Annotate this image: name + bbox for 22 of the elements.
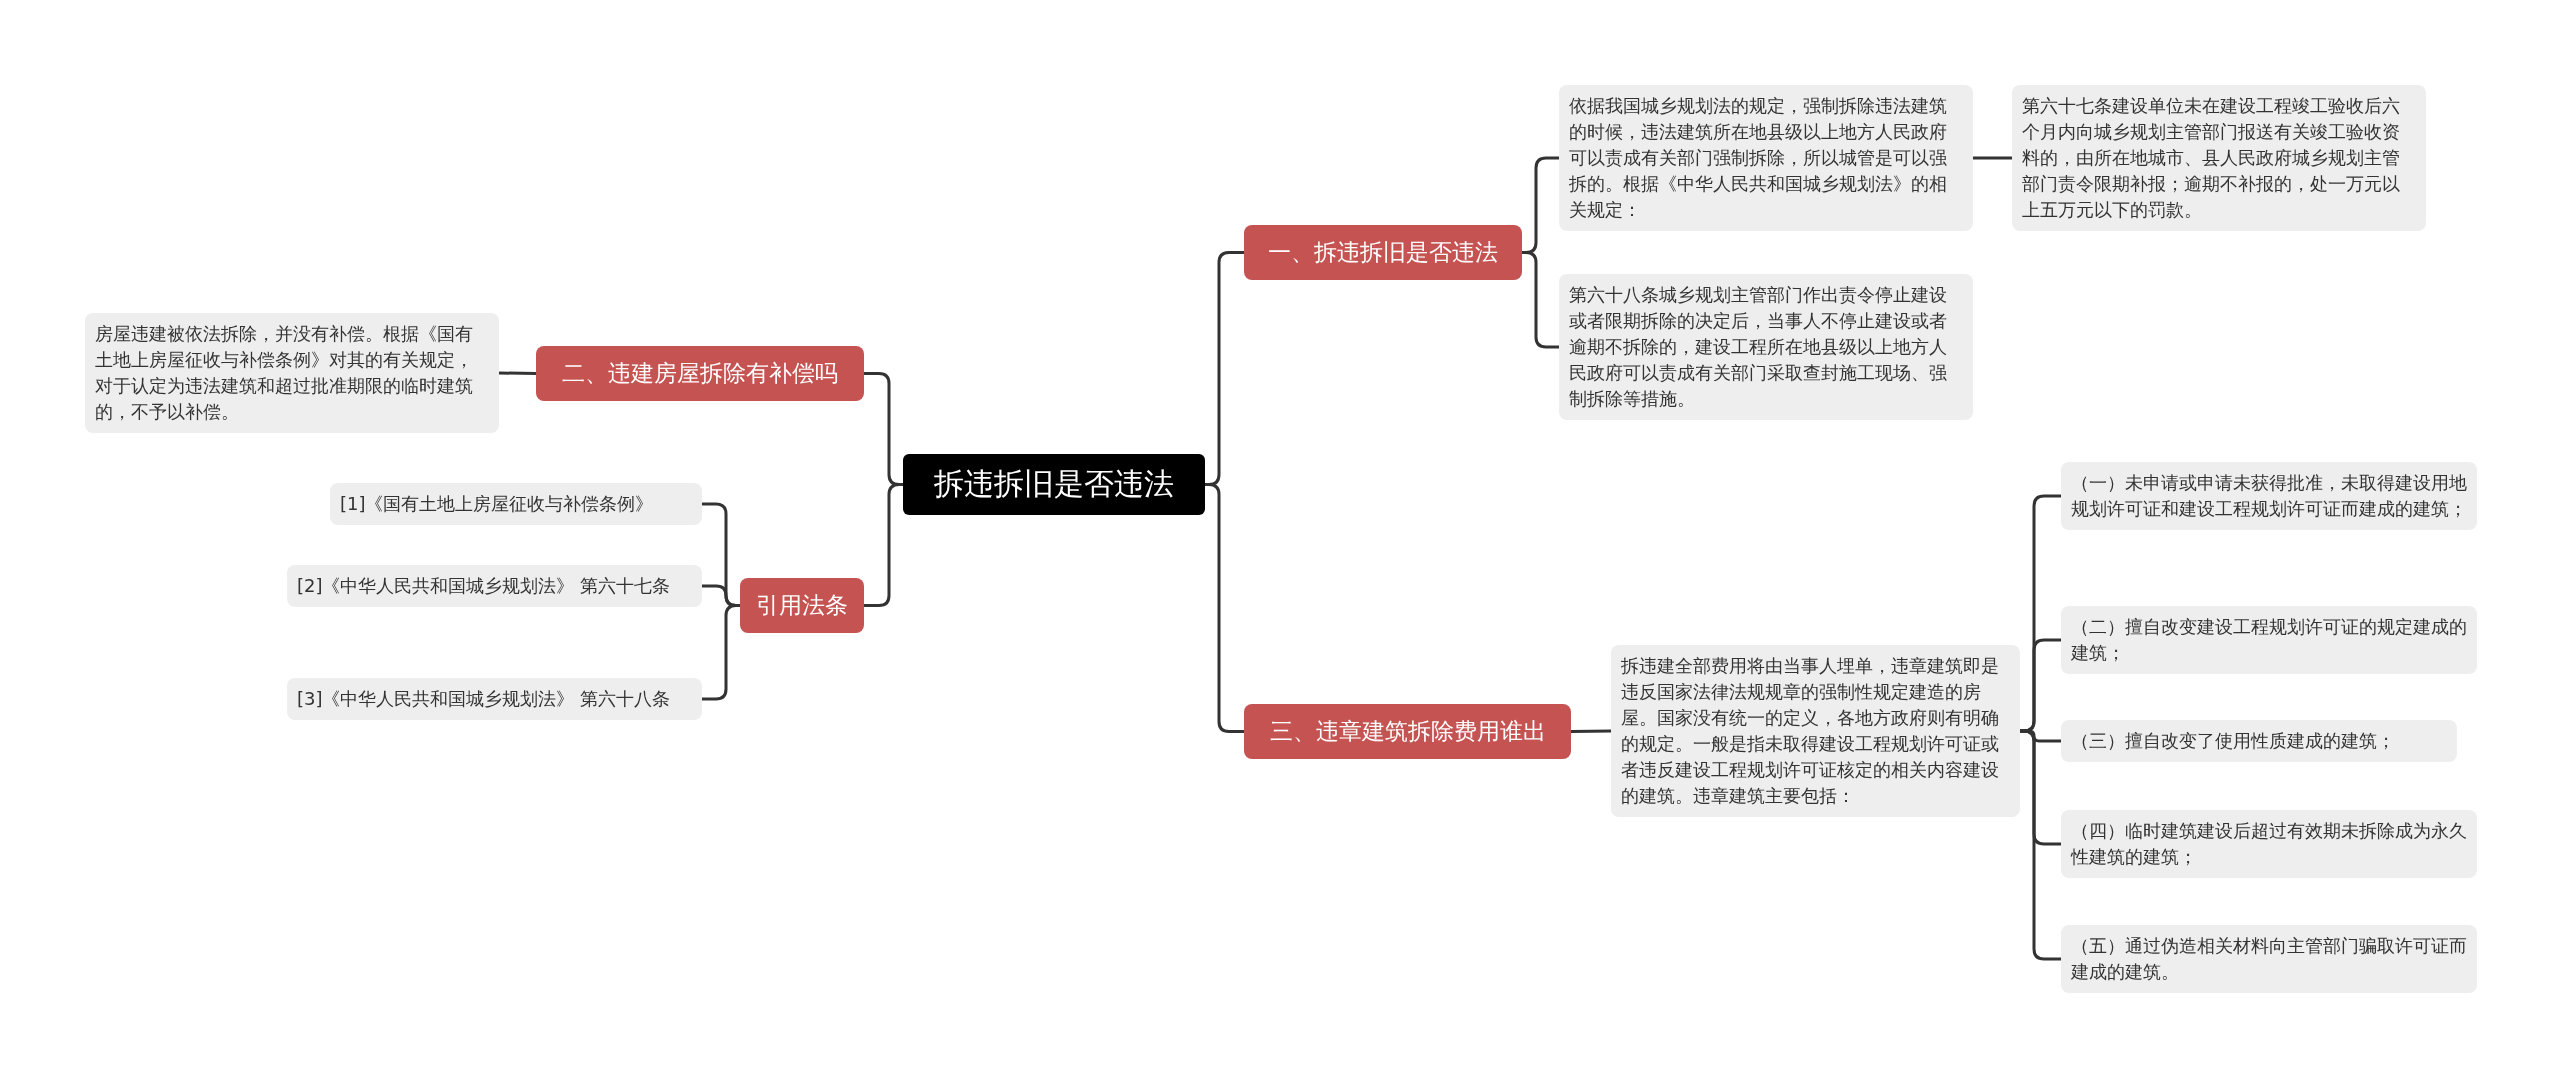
branch-topic: 三、违章建筑拆除费用谁出 xyxy=(1244,704,1571,759)
central-topic: 拆违拆旧是否违法 xyxy=(903,454,1205,515)
text-card: 依据我国城乡规划法的规定，强制拆除违法建筑的时候，违法建筑所在地县级以上地方人民政府可以责成有关部门强制拆除，所以城管是可以强拆的。根据《中华人民共和国城乡规划法》的相关规定： xyxy=(1559,85,1973,231)
connector-line xyxy=(1973,156,2012,160)
text-card: 房屋违建被依法拆除，并没有补偿。根据《国有土地上房屋征收与补偿条例》对其的有关规定，对于认定为违法建筑和超过批准期限的临时建筑的，不予以补偿。 xyxy=(85,313,499,433)
text-card: （三）擅自改变了使用性质建成的建筑； xyxy=(2061,720,2457,762)
connector-line xyxy=(2020,729,2061,961)
text-card: [2]《中华人民共和国城乡规划法》 第六十七条 xyxy=(287,565,702,607)
branch-topic: 二、违建房屋拆除有补偿吗 xyxy=(536,346,864,401)
text-card: [1]《国有土地上房屋征收与补偿条例》 xyxy=(330,483,702,525)
text-card: （四）临时建筑建设后超过有效期未拆除成为永久性建筑的建筑； xyxy=(2061,810,2477,878)
text-card: 第六十八条城乡规划主管部门作出责令停止建设或者限期拆除的决定后，当事人不停止建设或者逾期不拆除的，建设工程所在地县级以上地方人民政府可以责成有关部门采取查封施工现场、强制拆除等措施。 xyxy=(1559,274,1973,420)
text-card: [3]《中华人民共和国城乡规划法》 第六十八条 xyxy=(287,678,702,720)
connector-line xyxy=(498,371,537,375)
branch-topic: 引用法条 xyxy=(740,578,864,633)
connector-line xyxy=(1570,729,1612,733)
text-card: 第六十七条建设单位未在建设工程竣工验收后六个月内向城乡规划主管部门报送有关竣工验收资料的，由所在地城市、县人民政府城乡规划主管部门责令限期补报；逾期不补报的，处一万元以上五万元以下的罚款。 xyxy=(2012,85,2426,231)
text-card: （五）通过伪造相关材料向主管部门骗取许可证而建成的建筑。 xyxy=(2061,925,2477,993)
text-card: 拆违建全部费用将由当事人埋单，违章建筑即是违反国家法律法规规章的强制性规定建造的房屋。国家没有统一的定义，各地方政府则有明确的规定。一般是指未取得建设工程规划许可证或者违反建设工程规划许可证核定的相关内容建设的建筑。违章建筑主要包括： xyxy=(1611,645,2020,817)
text-card: （一）未申请或申请未获得批准，未取得建设用地规划许可证和建设工程规划许可证而建成的建筑； xyxy=(2061,462,2477,530)
branch-topic: 一、拆违拆旧是否违法 xyxy=(1244,225,1522,280)
text-card: （二）擅自改变建设工程规划许可证的规定建成的建筑； xyxy=(2061,606,2477,674)
